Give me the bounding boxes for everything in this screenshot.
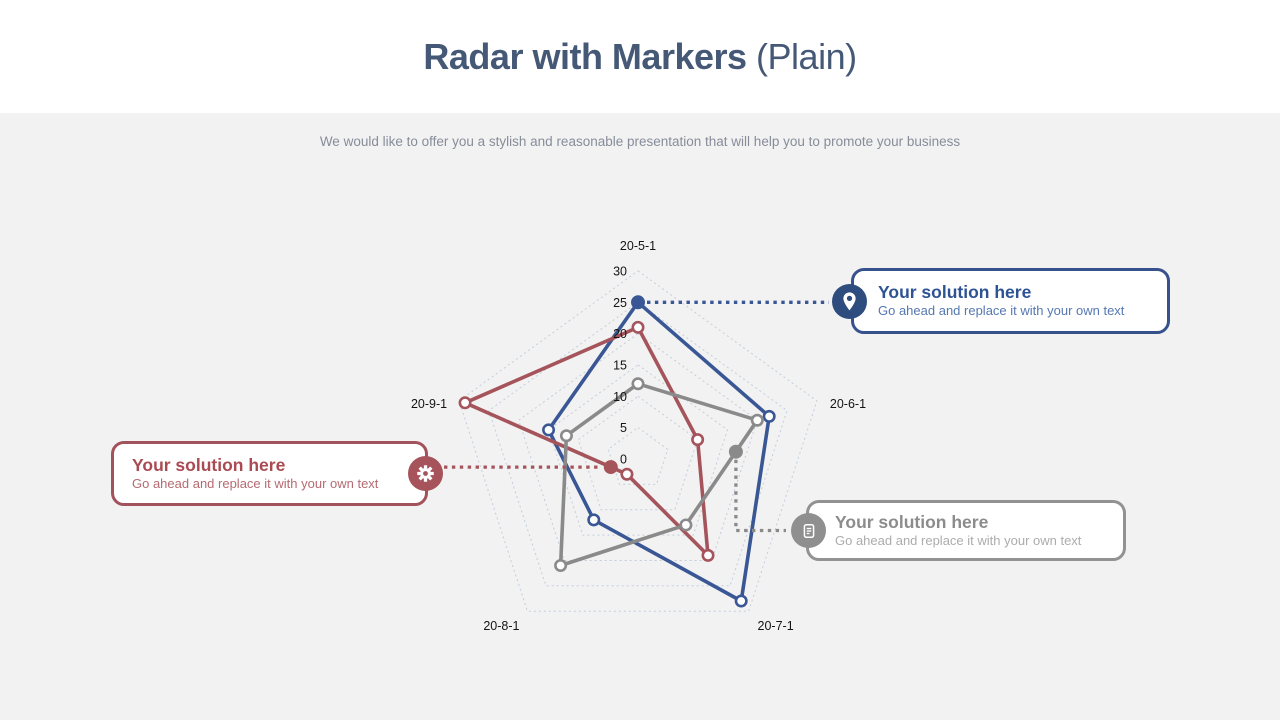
grid-ring (577, 395, 699, 511)
tick-label: 20 (613, 327, 627, 341)
callout-title: Your solution here (835, 511, 989, 532)
data-point-series-1-blue (542, 423, 556, 437)
axis-label-20-7-1: 20-7-1 (758, 619, 794, 633)
data-point-series-1-blue (734, 594, 748, 608)
tick-label: 30 (613, 264, 627, 278)
gear-icon (408, 456, 443, 491)
anchor-dot-series-1-blue (631, 295, 645, 310)
data-point-series-2-red (620, 467, 634, 481)
series-line-series-3-gray (558, 381, 760, 568)
axis-label-20-5-1: 20-5-1 (620, 239, 656, 253)
data-point-series-1-blue (762, 409, 776, 423)
subtitle: We would like to offer you a stylish and… (319, 134, 961, 149)
data-point-series-3-gray (631, 377, 645, 391)
series-line-series-1-blue (546, 300, 772, 603)
document-icon (791, 513, 826, 548)
data-point-series-3-gray (554, 559, 568, 573)
anchor-dot-series-3-gray (728, 444, 743, 459)
tick-label: 5 (620, 421, 627, 435)
tick-label: 10 (613, 390, 627, 404)
callout-body: Go ahead and replace it with your own te… (878, 303, 1125, 319)
axis-label-20-8-1: 20-8-1 (483, 619, 519, 633)
data-point-series-3-gray (679, 518, 693, 532)
tick-label: 0 (620, 453, 627, 467)
callout-gray[interactable]: Your solution here Go ahead and replace … (791, 500, 1126, 561)
series-line-series-2-red (463, 325, 710, 558)
data-point-series-3-gray (750, 413, 764, 427)
data-point-series-3-gray (559, 429, 573, 443)
callout-red[interactable]: Your solution here Go ahead and replace … (111, 441, 443, 506)
location-pin-icon (832, 283, 867, 319)
leader-line-gray (734, 459, 786, 533)
page-title: Radar with Markers (Plain) (423, 35, 857, 78)
callout-title: Your solution here (878, 282, 1032, 303)
axis-label-20-9-1: 20-9-1 (411, 397, 447, 411)
grid-ring (548, 364, 728, 536)
data-point-series-2-red (691, 433, 705, 447)
anchor-dot-series-2-red (603, 460, 618, 475)
data-point-series-2-red (458, 396, 472, 410)
slide-header: Radar with Markers (Plain) (0, 0, 1280, 113)
callout-blue[interactable]: Your solution here Go ahead and replace … (832, 268, 1170, 334)
grid-ring (488, 301, 788, 587)
callout-body: Go ahead and replace it with your own te… (835, 532, 1082, 548)
axis-label-20-6-1: 20-6-1 (830, 397, 866, 411)
data-point-series-1-blue (587, 513, 601, 527)
data-point-series-2-red (701, 548, 715, 562)
tick-label: 25 (613, 296, 627, 310)
callout-title: Your solution here (132, 454, 286, 475)
callout-body: Go ahead and replace it with your own te… (132, 475, 379, 491)
grid-ring (607, 426, 669, 485)
grid-ring (458, 270, 818, 612)
page-title-suffix: (Plain) (756, 35, 857, 77)
tick-label: 15 (613, 358, 627, 372)
grid-ring (518, 332, 758, 561)
data-point-series-2-red (631, 320, 645, 334)
page-title-main: Radar with Markers (423, 35, 747, 77)
